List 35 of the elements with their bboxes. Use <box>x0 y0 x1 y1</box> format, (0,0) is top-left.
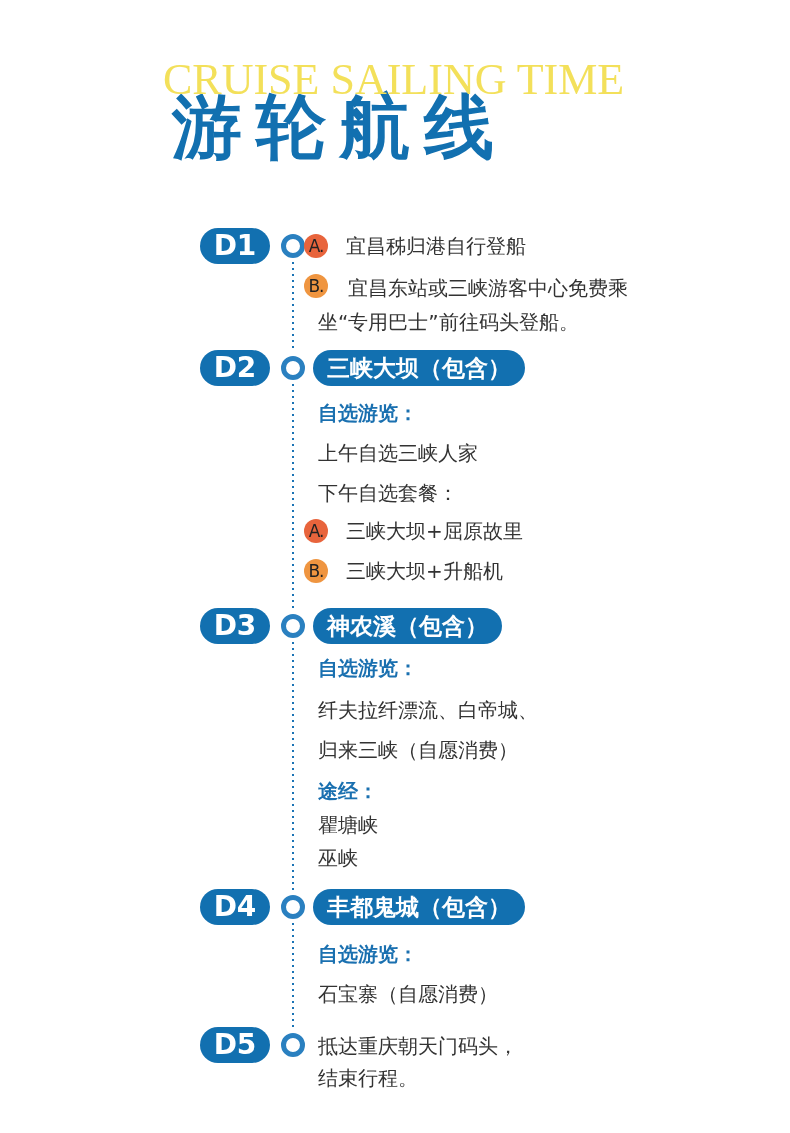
attraction-tag: 三峡大坝（包含） <box>313 350 525 386</box>
attraction-tag: 丰都鬼城（包含） <box>313 889 525 925</box>
section-heading: 自选游览： <box>318 655 418 682</box>
option-badge: B. <box>304 559 328 583</box>
itinerary-text: 归来三峡（自愿消费） <box>318 737 518 764</box>
day-badge: D5 <box>200 1027 270 1063</box>
timeline-ring <box>281 1033 305 1057</box>
timeline-ring <box>281 895 305 919</box>
timeline-ring <box>281 614 305 638</box>
timeline-connector <box>292 383 294 611</box>
itinerary-text: 石宝寨（自愿消费） <box>318 981 498 1008</box>
section-heading: 途经： <box>318 778 378 805</box>
day-badge: D2 <box>200 350 270 386</box>
itinerary-text: 抵达重庆朝天门码头，结束行程。 <box>318 1033 519 1092</box>
timeline-ring <box>281 234 305 258</box>
option-badge: B. <box>304 274 328 298</box>
timeline-ring <box>281 356 305 380</box>
day-badge: D1 <box>200 228 270 264</box>
option-badge: A. <box>304 234 328 258</box>
day-badge: D4 <box>200 889 270 925</box>
itinerary-text: 纤夫拉纤漂流、白帝城、 <box>318 697 538 724</box>
itinerary-text: 三峡大坝+屈原故里 <box>346 518 523 545</box>
attraction-tag: 神农溪（包含） <box>313 608 502 644</box>
itinerary-text: 下午自选套餐： <box>318 480 458 507</box>
option-badge: A. <box>304 519 328 543</box>
itinerary-text: 巫峡 <box>318 845 358 872</box>
itinerary-text: 瞿塘峡 <box>318 812 378 839</box>
day-badge: D3 <box>200 608 270 644</box>
section-heading: 自选游览： <box>318 400 418 427</box>
itinerary-text: 宜昌秭归港自行登船 <box>346 233 526 260</box>
timeline-connector <box>292 641 294 892</box>
section-heading: 自选游览： <box>318 941 418 968</box>
timeline-connector <box>292 922 294 1030</box>
itinerary-text: 三峡大坝+升船机 <box>346 558 503 585</box>
itinerary-text: 上午自选三峡人家 <box>318 440 478 467</box>
